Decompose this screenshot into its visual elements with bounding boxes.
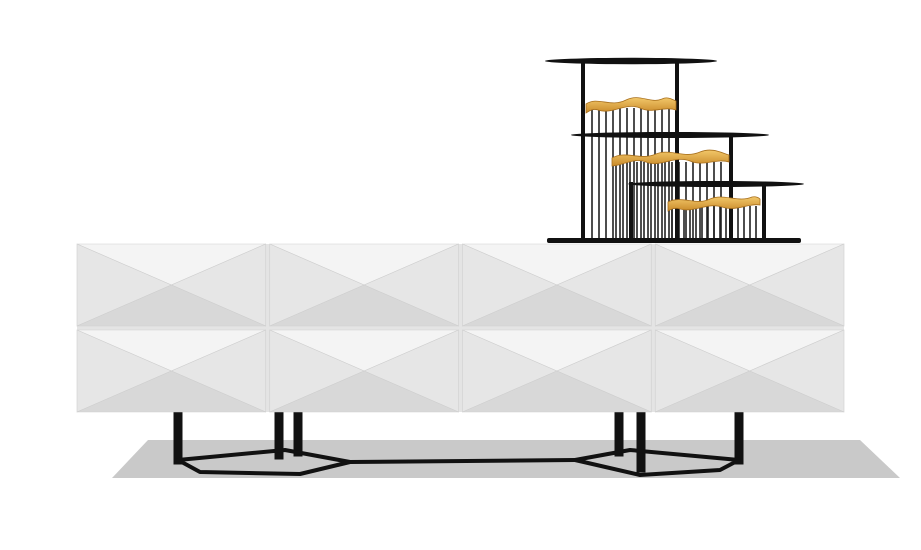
drawer-facet-bottom <box>269 370 459 413</box>
drawer-facet-bottom <box>655 284 845 327</box>
sculpture-shelves <box>545 57 804 243</box>
cabinet-base-frame <box>173 405 744 477</box>
cabinet-drawers <box>76 243 845 413</box>
drawer-facet-bottom <box>655 370 845 413</box>
gold-ribbons <box>585 97 761 212</box>
drawer-facet-bottom <box>462 370 652 413</box>
shelf-sculpture <box>545 57 804 243</box>
drawer-facet-bottom <box>269 284 459 327</box>
drawer-facet-bottom <box>76 370 266 413</box>
sculpture-frame <box>581 60 766 242</box>
drawer-facet-bottom <box>76 284 266 327</box>
drawer-facet-bottom <box>462 284 652 327</box>
